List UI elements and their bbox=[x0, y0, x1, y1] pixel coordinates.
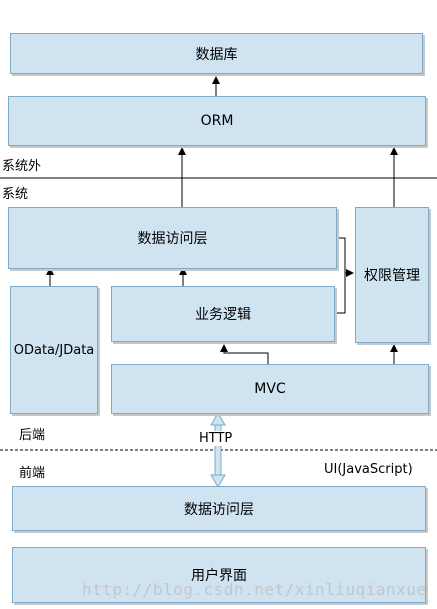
odata-jdata-box: OData/JData bbox=[10, 286, 98, 414]
database-label: 数据库 bbox=[195, 46, 238, 63]
orm-box: ORM bbox=[8, 96, 426, 146]
user-interface-box: 用户界面 bbox=[12, 547, 426, 603]
watermark-text: http://blog.csdn.net/xinliuqianxue bbox=[82, 580, 427, 599]
frontend-data-access-layer-box: 数据访问层 bbox=[12, 486, 426, 531]
business-logic-label: 业务逻辑 bbox=[195, 307, 251, 323]
user-interface-label: 用户界面 bbox=[191, 568, 247, 584]
permission-management-label: 权限管理 bbox=[364, 268, 420, 284]
mvc-box: MVC bbox=[111, 364, 429, 414]
http-double-arrow bbox=[210, 412, 226, 488]
business-logic-box: 业务逻辑 bbox=[111, 286, 335, 342]
backend-label: 后端 bbox=[19, 428, 46, 443]
outside-system-label: 系统外 bbox=[2, 159, 42, 174]
data-access-layer-box: 数据访问层 bbox=[8, 207, 337, 269]
database-box: 数据库 bbox=[10, 33, 423, 74]
arrow-mvc-to-business bbox=[220, 344, 269, 364]
permission-management-box: 权限管理 bbox=[355, 207, 429, 343]
system-label: 系统 bbox=[2, 187, 29, 202]
odata-jdata-label: OData/JData bbox=[13, 342, 95, 358]
arrow-dal-to-permission bbox=[337, 237, 354, 277]
arrow-business-to-permission bbox=[335, 273, 346, 314]
mvc-label: MVC bbox=[254, 381, 286, 397]
orm-label: ORM bbox=[200, 113, 234, 129]
frontend-data-access-layer-label: 数据访问层 bbox=[184, 501, 254, 518]
data-access-layer-label: 数据访问层 bbox=[137, 231, 208, 247]
ui-javascript-label: UI(JavaScript) bbox=[324, 462, 413, 477]
frontend-label: 前端 bbox=[19, 466, 46, 481]
http-label: HTTP bbox=[198, 431, 234, 446]
